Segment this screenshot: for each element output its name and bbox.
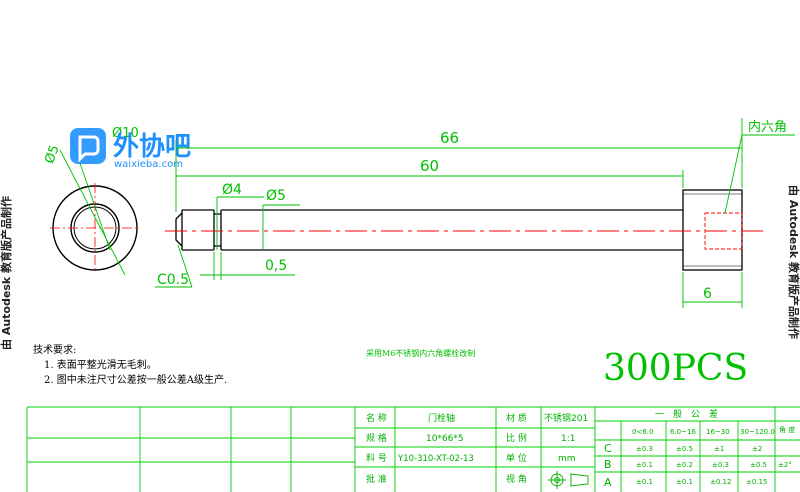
dim-groove-width: 0,5 — [265, 258, 287, 274]
tol-range-3: 16~30 — [706, 428, 730, 436]
tb-scale-value: 1:1 — [561, 434, 575, 444]
tol-grade-b: B — [604, 458, 612, 471]
tol-a-4: ±0.15 — [746, 478, 767, 486]
end-view-outer-diameter: Ø10 — [112, 126, 139, 141]
tol-a-2: ±0.1 — [676, 478, 693, 486]
tb-part-no-value: Y10-310-XT-02-13 — [397, 454, 474, 464]
tol-b-angle: ±2° — [778, 461, 792, 469]
tol-b-4: ±0.5 — [750, 461, 767, 469]
tb-material-label: 材 质 — [506, 412, 527, 424]
tb-spec-value: 10*66*5 — [426, 434, 464, 444]
tol-range-4: 30~120.0 — [740, 428, 775, 436]
tb-unit-label: 单 位 — [506, 452, 527, 464]
tb-name-label: 名 称 — [366, 412, 387, 424]
tol-b-3: ±0.3 — [712, 461, 729, 469]
end-view: Ø10 Ø5 — [42, 126, 140, 276]
tol-c-3: ±1 — [714, 445, 724, 453]
side-view — [175, 189, 743, 271]
dim-hex-socket: 内六角 — [748, 119, 787, 135]
end-view-inner-diameter: Ø5 — [42, 143, 62, 166]
dim-shaft-diameter: Ø5 — [266, 188, 286, 204]
tol-grade-c: C — [604, 442, 612, 455]
title-block — [26, 406, 800, 492]
logo-icon — [70, 128, 106, 164]
logo-url: waixieba.com — [114, 159, 183, 170]
dim-chamfer: C0.5 — [157, 272, 189, 288]
tb-approve-label: 批 准 — [366, 473, 387, 485]
logo: 外协吧 waixieba.com — [70, 128, 191, 170]
tb-scale-label: 比 例 — [506, 432, 527, 444]
tb-view-label: 视 角 — [506, 473, 527, 485]
tol-a-3: ±0.12 — [710, 478, 731, 486]
tol-range-2: 6.0~16 — [670, 428, 696, 436]
tb-part-no-label: 料 号 — [366, 452, 387, 464]
watermark-right: 由 Autodesk 教育版产品制作 — [787, 185, 800, 339]
tol-c-2: ±0.5 — [676, 445, 693, 453]
note-item-1: 1. 表面平整光滑无毛刺。 — [44, 358, 157, 371]
watermark-left: 由 Autodesk 教育版产品制作 — [0, 196, 13, 350]
tol-b-1: ±0.1 — [636, 461, 653, 469]
tb-spec-label: 规 格 — [366, 432, 387, 444]
tol-b-2: ±0.2 — [676, 461, 693, 469]
dim-head-length: 6 — [703, 286, 712, 302]
note-item-2: 2. 图中未注尺寸公差按一般公差A级生产. — [44, 373, 227, 386]
tb-material-value: 不锈钢201 — [544, 412, 588, 424]
dim-groove-diameter: Ø4 — [222, 182, 242, 198]
tol-title: 一 般 公 差 — [655, 408, 718, 420]
tb-unit-value: mm — [558, 454, 576, 464]
tb-name-value: 门栓轴 — [428, 412, 455, 424]
tol-grade-a: A — [604, 476, 612, 489]
tol-c-4: ±2 — [752, 445, 762, 453]
notes-title: 技术要求: — [33, 343, 76, 356]
dim-shaft-length: 60 — [420, 157, 439, 175]
tol-range-1: 0<6.0 — [632, 428, 653, 436]
logo-name: 外协吧 — [113, 132, 191, 162]
tol-angle-label: 角 度 — [779, 425, 795, 434]
tol-a-1: ±0.1 — [636, 478, 653, 486]
projection-symbol-icon — [548, 471, 589, 489]
material-note: 采用M6不锈钢内六角螺栓改制 — [366, 348, 475, 358]
tol-c-1: ±0.3 — [636, 445, 653, 453]
quantity: 300PCS — [603, 348, 748, 389]
dim-total-length: 66 — [440, 129, 459, 147]
dimensions — [155, 118, 795, 308]
